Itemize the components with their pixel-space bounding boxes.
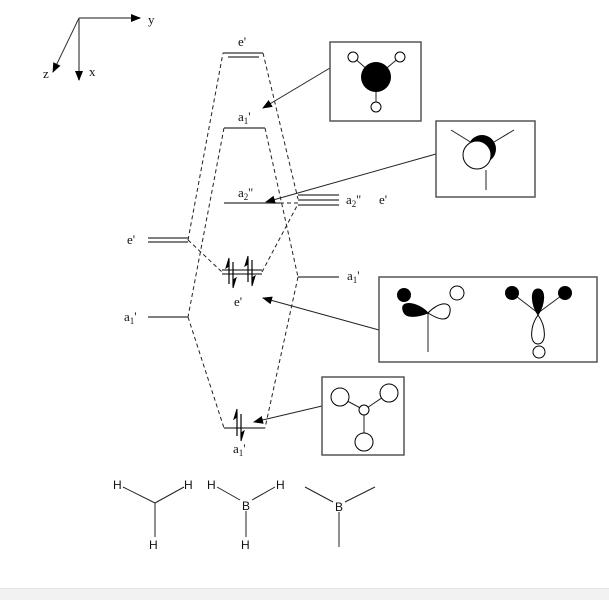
svg-text:H: H [149, 538, 158, 552]
electron-pair-icon [244, 255, 256, 287]
label-right-a2dprime: a2'' [346, 192, 361, 209]
svg-text:B: B [242, 499, 250, 513]
electron-pair-icon [225, 257, 237, 289]
z-axis-arrow [52, 17, 80, 73]
level-labels: e' a1' a2'' a2'' e' e' a1' e' a1' a1' [124, 34, 387, 458]
correlation-lines [187, 52, 299, 429]
label-bond-eprime: e' [234, 294, 242, 309]
orbital-box-a1prime-bonding [321, 376, 405, 456]
label-right-a1prime: a1' [347, 268, 360, 285]
x-axis-label: x [89, 64, 96, 79]
electron-pair-icon [233, 408, 245, 442]
svg-text:H: H [241, 538, 250, 552]
label-bottom-a1prime: a1' [233, 441, 246, 458]
svg-text:H: H [207, 478, 216, 492]
electron-pairs [225, 255, 256, 442]
svg-text:H: H [184, 478, 193, 492]
bh3-molecule: H B H H [207, 478, 285, 552]
label-top-a1prime: a1' [238, 109, 251, 126]
label-left-eprime: e' [127, 232, 135, 247]
orbital-box-a2dprime [435, 120, 536, 198]
svg-text:H: H [276, 478, 285, 492]
label-top-eprime: e' [238, 34, 246, 49]
bottom-bar [0, 588, 609, 600]
label-a2dprime: a2'' [238, 185, 253, 202]
label-right-eprime: e' [379, 192, 387, 207]
orbital-box-eprime-bonding [378, 276, 598, 363]
y-axis-label: y [148, 12, 155, 27]
b-fragment: B [304, 486, 376, 547]
pointer-arrows [253, 67, 437, 424]
svg-text:B: B [335, 500, 343, 514]
label-left-a1prime: a1' [124, 309, 137, 326]
coordinate-axes: y x z [43, 12, 155, 81]
z-axis-label: z [43, 66, 49, 81]
h3-fragment: H H H [113, 478, 193, 552]
orbital-box-a1prime-antibonding [329, 41, 422, 122]
svg-text:H: H [113, 478, 122, 492]
